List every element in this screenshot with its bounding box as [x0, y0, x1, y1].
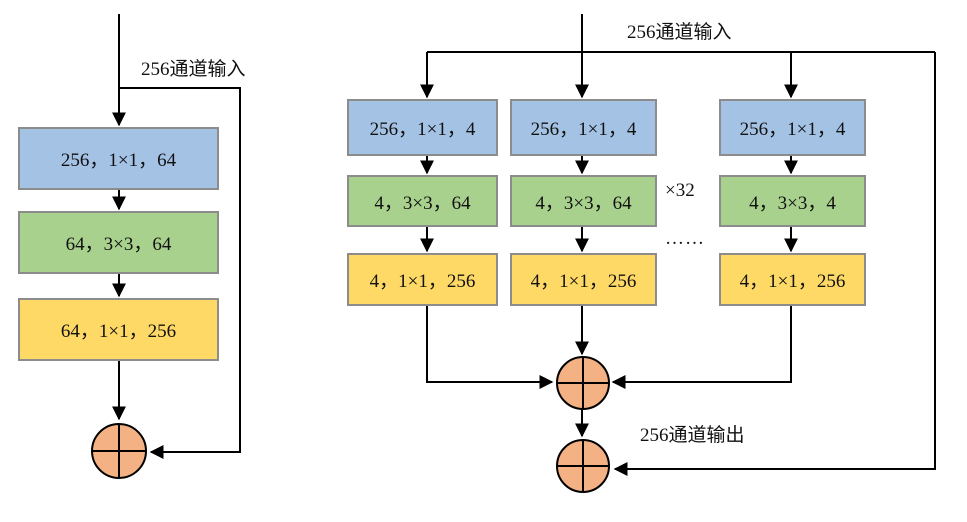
path3-layer-3x3: 4，3×3，4	[719, 175, 866, 227]
right-output-label: 256通道输出	[640, 425, 745, 446]
residual-add-icon	[556, 439, 610, 493]
group-multiplier-label: ×32	[665, 180, 695, 201]
right-input-label: 256通道输入	[627, 22, 732, 43]
path1-layer-3x3: 4，3×3，64	[347, 175, 498, 227]
left-add-icon	[91, 423, 147, 479]
group-add-icon	[556, 356, 610, 410]
path3-layer-1x1-reduce: 256，1×1，4	[719, 99, 866, 156]
path2-layer-1x1-expand: 4，1×1，256	[510, 253, 657, 306]
left-layer-1x1-reduce: 256，1×1，64	[18, 127, 219, 190]
path1-layer-1x1-reduce: 256，1×1，4	[347, 99, 498, 156]
path1-layer-1x1-expand: 4，1×1，256	[347, 253, 498, 306]
path2-layer-1x1-reduce: 256，1×1，4	[510, 99, 657, 156]
p1-to-sum	[426, 306, 554, 389]
left-skip-connection	[119, 87, 241, 459]
more-paths-ellipsis: ……	[665, 228, 705, 249]
right-skip-connection	[613, 52, 936, 476]
left-layer-3x3: 64，3×3，64	[18, 211, 219, 274]
p3-to-sum	[611, 306, 792, 389]
path3-layer-1x1-expand: 4，1×1，256	[719, 253, 866, 306]
left-input-label: 256通道输入	[141, 59, 246, 80]
left-layer-1x1-expand: 64，1×1，256	[18, 298, 219, 361]
path2-layer-3x3: 4，3×3，64	[510, 175, 657, 227]
